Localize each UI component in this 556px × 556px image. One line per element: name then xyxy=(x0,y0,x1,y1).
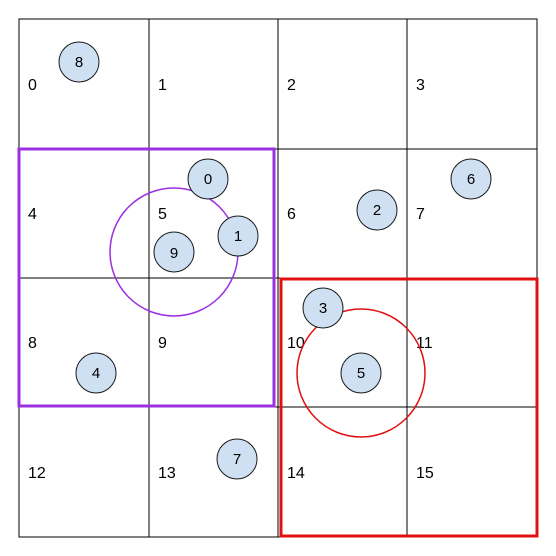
node-label-1: 1 xyxy=(234,228,242,245)
node-9: 9 xyxy=(153,231,195,273)
cell-label-1: 1 xyxy=(158,77,167,94)
node-circle-2 xyxy=(356,189,398,231)
nodes: 0 1 2 3 4 5 6 7 xyxy=(58,41,492,480)
cell-label-7: 7 xyxy=(416,206,425,223)
node-circle-5 xyxy=(340,352,382,394)
cell-label-3: 3 xyxy=(416,77,425,94)
node-5: 5 xyxy=(340,352,382,394)
node-6: 6 xyxy=(450,158,492,200)
cell-label-15: 15 xyxy=(416,465,434,482)
node-label-8: 8 xyxy=(75,54,83,71)
highlight-node-5 xyxy=(279,277,539,538)
cell-label-8: 8 xyxy=(28,335,37,352)
node-circle-0 xyxy=(187,158,229,200)
node-circle-7 xyxy=(216,438,258,480)
cell-label-6: 6 xyxy=(287,206,296,223)
node-label-7: 7 xyxy=(233,451,241,468)
cell-label-0: 0 xyxy=(28,77,37,94)
grid-cell-1 xyxy=(148,18,279,150)
node-circle-8 xyxy=(58,41,100,83)
range-circle-red xyxy=(296,308,426,438)
node-label-9: 9 xyxy=(170,245,178,262)
cell-label-9: 9 xyxy=(158,335,167,352)
grid-cell-9 xyxy=(148,277,279,408)
node-3: 3 xyxy=(302,287,344,329)
node-0: 0 xyxy=(187,158,229,200)
grid-cell-4 xyxy=(18,148,150,279)
node-4: 4 xyxy=(75,352,117,394)
query-box-purple xyxy=(17,147,276,408)
grid-cell-0 xyxy=(18,18,150,150)
cell-label-13: 13 xyxy=(158,465,176,482)
grid-cells xyxy=(18,18,538,538)
node-circle-1 xyxy=(217,215,259,257)
cell-label-5: 5 xyxy=(158,206,167,223)
node-1: 1 xyxy=(217,215,259,257)
cell-label-4: 4 xyxy=(28,206,37,223)
query-box-red xyxy=(279,277,539,538)
node-label-6: 6 xyxy=(467,171,475,188)
node-label-5: 5 xyxy=(357,365,365,382)
grid-cell-2 xyxy=(277,18,408,150)
node-circle-9 xyxy=(153,231,195,273)
grid-cell-labels: 0 1 2 3 4 5 6 7 8 9 10 11 12 13 14 15 xyxy=(28,77,434,482)
cell-label-10: 10 xyxy=(287,335,305,352)
node-label-3: 3 xyxy=(319,300,327,317)
node-circle-3 xyxy=(302,287,344,329)
node-8: 8 xyxy=(58,41,100,83)
grid-cell-3 xyxy=(406,18,538,150)
node-7: 7 xyxy=(216,438,258,480)
node-circle-4 xyxy=(75,352,117,394)
node-2: 2 xyxy=(356,189,398,231)
cell-label-2: 2 xyxy=(287,77,296,94)
node-label-0: 0 xyxy=(204,171,212,188)
cell-label-12: 12 xyxy=(28,465,46,482)
cell-label-14: 14 xyxy=(287,465,305,482)
node-label-2: 2 xyxy=(373,202,381,219)
node-circle-6 xyxy=(450,158,492,200)
node-label-4: 4 xyxy=(92,365,100,382)
